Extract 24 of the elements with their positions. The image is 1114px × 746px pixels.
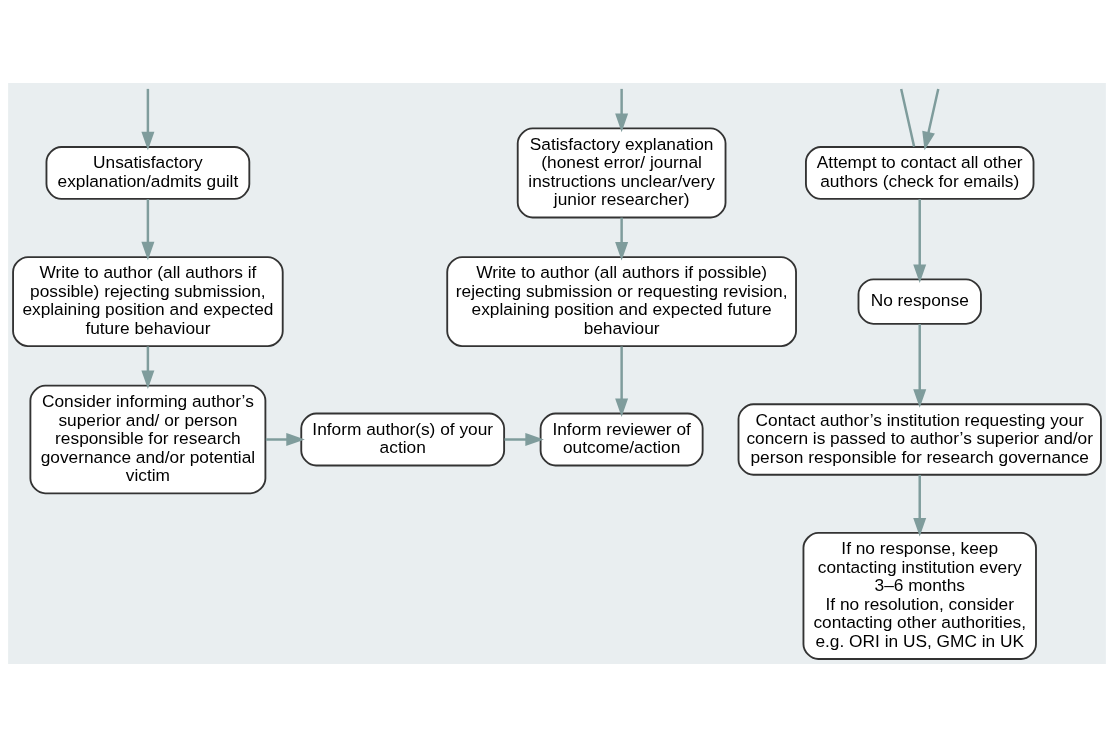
- arrow: [913, 198, 927, 283]
- arrow: [615, 217, 629, 261]
- node-box: If no response, keep contacting institution every 3–6 months If no resolution, consider contacting other authorities, e.g. ORI in US, GMC in UK: [802, 531, 1037, 660]
- node-box: Consider informing author’s superior and/ or person responsible for research governance and/or potential victim: [29, 384, 267, 494]
- arrow: [141, 345, 155, 389]
- arrow: [913, 474, 927, 536]
- arrow: [615, 88, 629, 132]
- node-box: Inform author(s) of your action: [300, 412, 506, 466]
- node-box: Attempt to contact all other authors (check for emails): [805, 145, 1035, 200]
- node-box: Inform reviewer of outcome/action: [539, 412, 704, 466]
- node-box: No response: [857, 277, 982, 325]
- node-box: Unsatisfactory explanation/admits guilt: [45, 145, 251, 200]
- node-box: Satisfactory explanation (honest error/ journal instructions unclear/very junior researcher): [516, 127, 727, 218]
- arrow: [141, 88, 155, 150]
- node-box: Write to author (all authors if possible) rejecting submission, explaining position and expected future behaviour: [12, 255, 284, 347]
- arrow: [504, 432, 544, 446]
- arrow: [922, 88, 940, 150]
- connector: [899, 88, 916, 147]
- arrow: [141, 198, 155, 260]
- node-box: Contact author’s institution requesting your concern is passed to author’s superior and/or person responsible for research governance: [737, 402, 1102, 476]
- arrow: [615, 345, 629, 417]
- arrow: [265, 432, 305, 446]
- node-box: Write to author (all authors if possible) rejecting submission or requesting revision, explaining position and expected future behaviour: [446, 255, 797, 347]
- arrow: [913, 323, 927, 408]
